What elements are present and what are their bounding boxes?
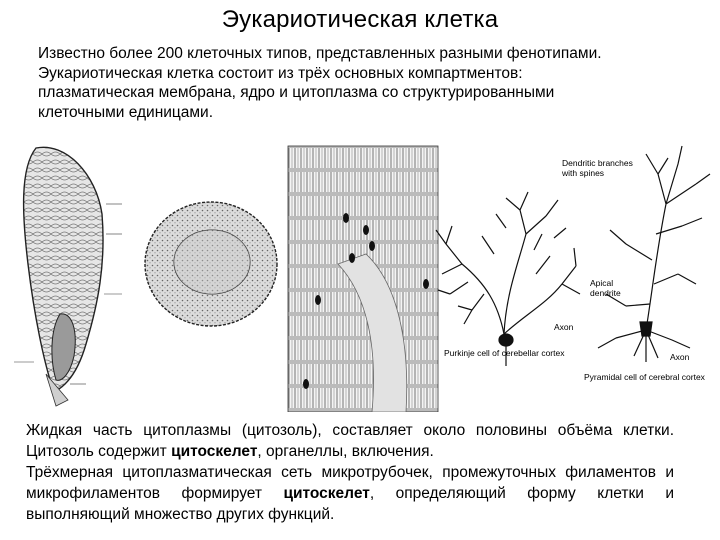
purkinje-caption: Purkinje cell of cerebellar cortex — [444, 348, 565, 358]
intro-line: клеточными единицами. — [38, 103, 214, 121]
body-text-segment: Жидкая часть цитоплазмы (цитозоль), сост… — [26, 422, 674, 460]
cell-illustrations: Dendritic branches with spines Apical de… — [6, 134, 718, 412]
pyramidal-caption: Pyramidal cell of cerebral cortex — [584, 372, 706, 382]
round-cell-drawing — [144, 201, 278, 327]
apical-label: Apical — [590, 278, 613, 288]
axon-label-right: Axon — [670, 352, 690, 362]
spines-label: with spines — [561, 168, 604, 178]
dendrite-label: dendrite — [590, 288, 621, 298]
intro-paragraph: Известно более 200 клеточных типов, пред… — [38, 44, 708, 122]
purkinje-cell-drawing — [435, 191, 581, 366]
intro-line: плазматическая мембрана, ядро и цитоплаз… — [38, 84, 555, 101]
cell-illustrations-svg: Dendritic branches with spines Apical de… — [14, 145, 711, 412]
intro-line: Известно более 200 клеточных типов, пред… — [38, 45, 602, 62]
intro-line: Эукариотическая клетка состоит из трёх о… — [38, 64, 523, 82]
body-text-segment: , определяющий форму клетки и выполняющи… — [26, 485, 674, 523]
cytoskeleton-term: цитоскелет — [171, 443, 258, 460]
axon-label-left: Axon — [554, 322, 574, 332]
epithelial-cell-drawing — [14, 146, 122, 407]
body-text-segment: , органеллы, включения. — [257, 443, 434, 460]
cytoskeleton-term: цитоскелет — [283, 485, 370, 502]
muscle-tissue-drawing — [287, 145, 439, 412]
pyramidal-cell-drawing — [597, 145, 711, 362]
body-paragraph: Жидкая часть цитоплазмы (цитозоль), сост… — [26, 420, 674, 525]
figure-labels: Dendritic branches with spines Apical de… — [444, 158, 706, 382]
body-text-segment: Трёхмерная цитоплазматическая сеть микро… — [26, 464, 674, 502]
page-title: Эукариотическая клетка — [221, 6, 499, 33]
dendritic-branches-label: Dendritic branches — [562, 158, 633, 168]
